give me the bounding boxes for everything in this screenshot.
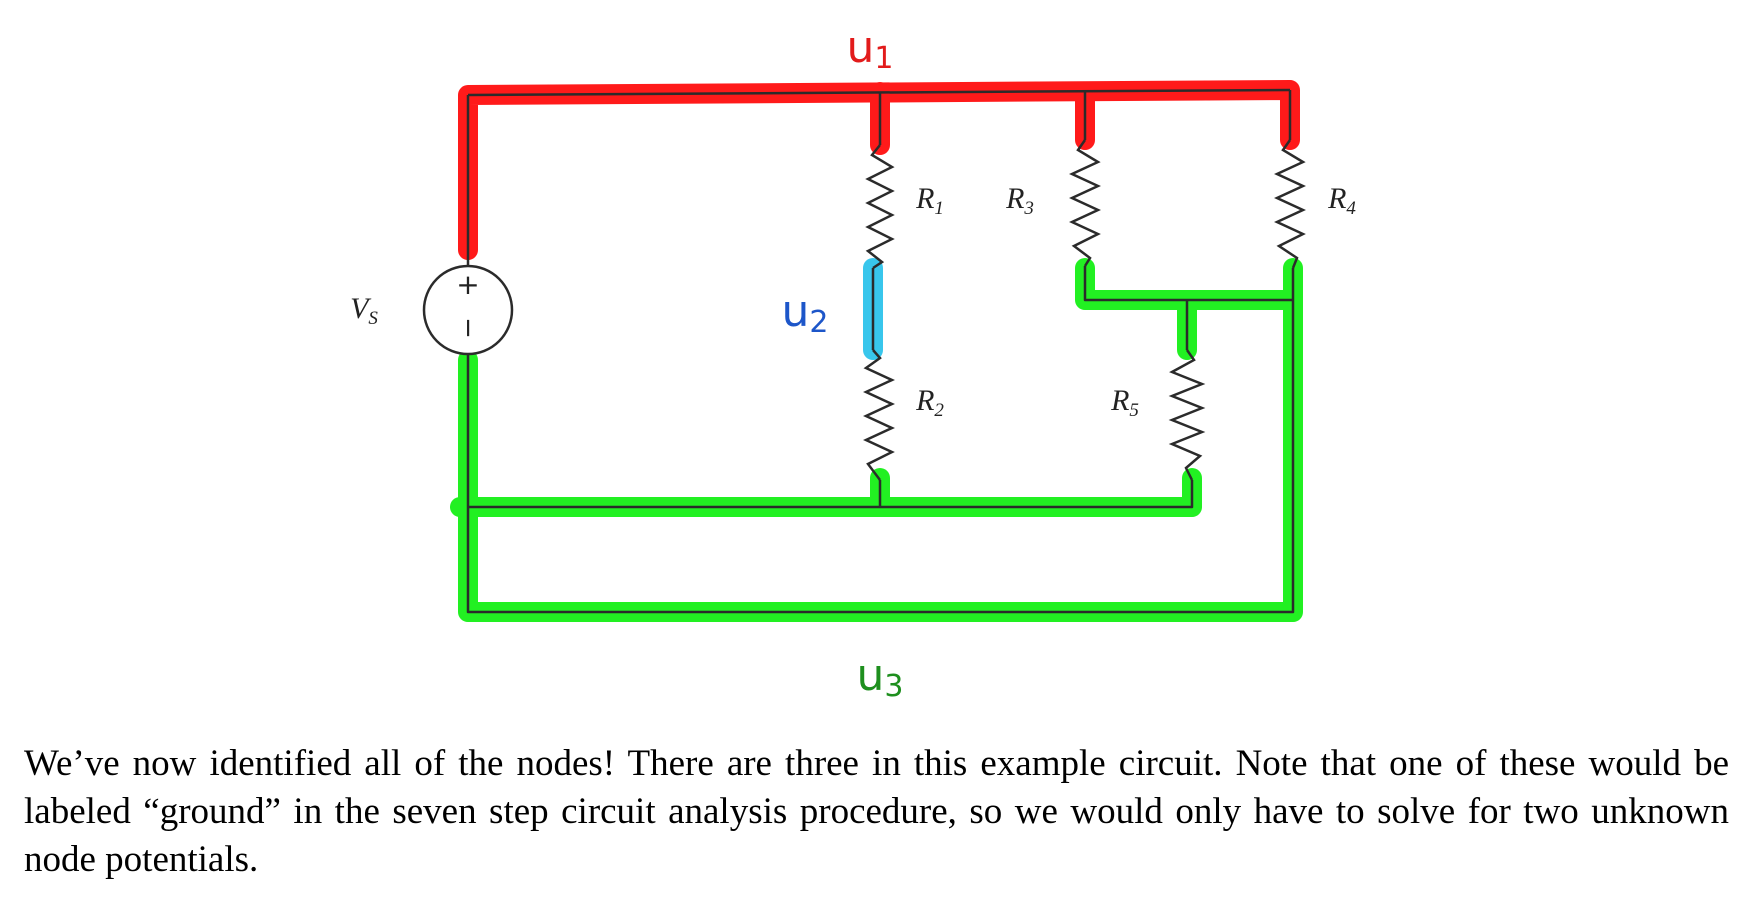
label-r2: R2 xyxy=(915,384,944,421)
source-plus-sign: + xyxy=(456,268,479,301)
node-label-u2: u2 xyxy=(782,286,829,340)
source-minus-sign: − xyxy=(453,317,483,339)
label-vs: VS xyxy=(350,292,378,329)
resistor-r4 xyxy=(1274,139,1306,269)
node-label-u1: u1 xyxy=(847,22,894,76)
label-r1: R1 xyxy=(915,182,944,219)
label-r5: R5 xyxy=(1110,384,1139,421)
resistor-r5 xyxy=(1168,349,1206,481)
circuit-diagram: + − VS R1 R3 R4 R2 R5 u1 u2 u3 xyxy=(350,22,1356,704)
node-label-u3: u3 xyxy=(857,650,904,704)
resistor-r3 xyxy=(1069,139,1101,267)
label-r4: R4 xyxy=(1327,182,1356,219)
resistor-r2 xyxy=(863,349,895,481)
voltage-source: + − xyxy=(422,264,514,356)
circuit-wires xyxy=(466,88,1295,614)
caption-paragraph: We’ve now identified all of the nodes! T… xyxy=(24,743,1729,880)
resistor-r1 xyxy=(865,144,895,270)
label-r3: R3 xyxy=(1005,182,1034,219)
